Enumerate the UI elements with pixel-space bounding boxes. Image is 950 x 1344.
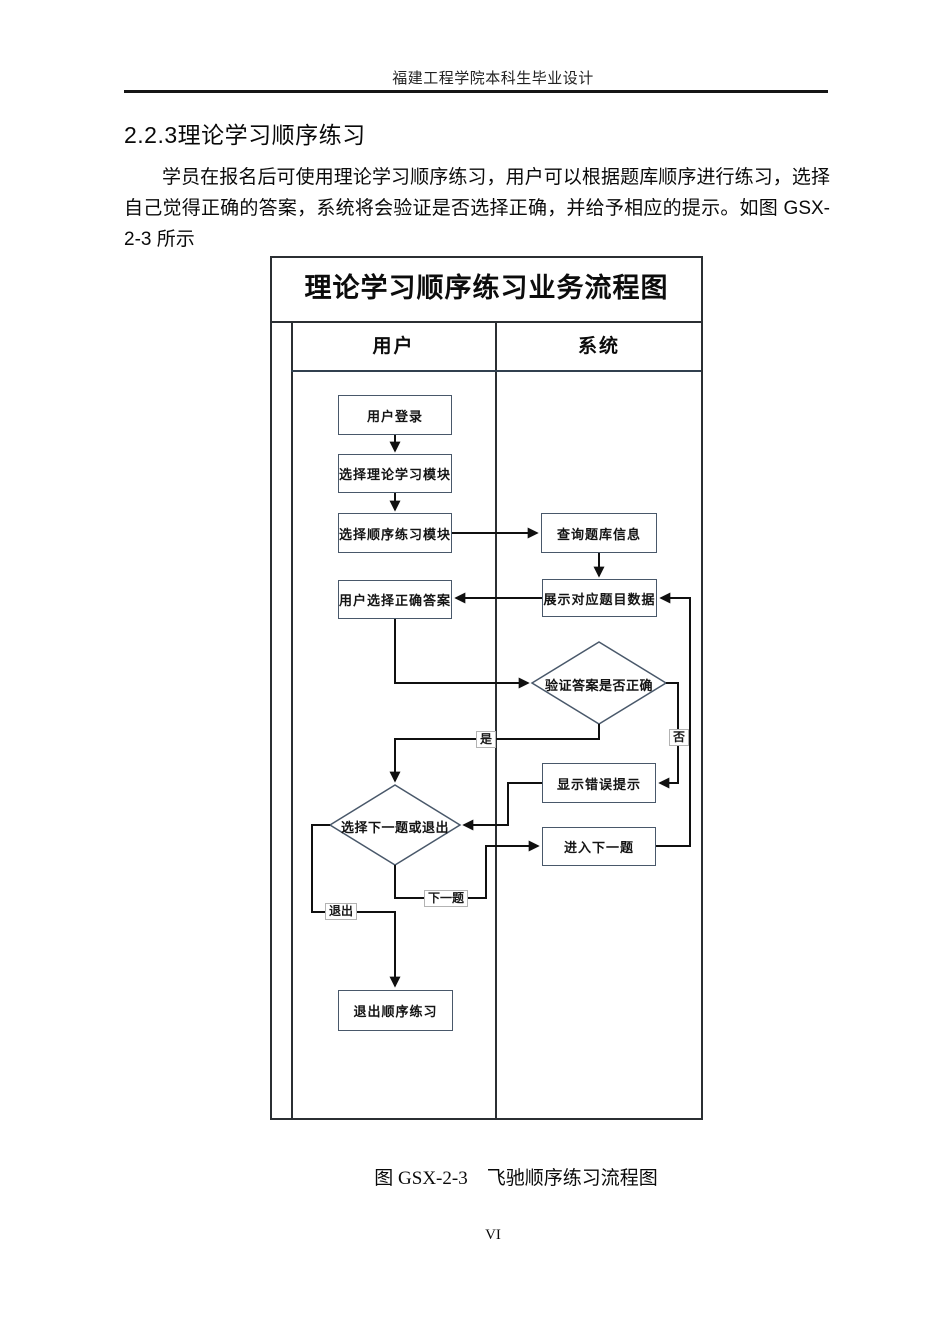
decision-verify-answer: 验证答案是否正确 xyxy=(544,678,653,693)
node-exit-sequence-practice: 退出顺序练习 xyxy=(338,990,453,1031)
edge-label-next: 下一题 xyxy=(424,890,469,907)
node-user-choose-answer: 用户选择正确答案 xyxy=(338,580,452,619)
lane-label-system: 系统 xyxy=(577,336,620,357)
node-show-question-data: 展示对应题目数据 xyxy=(542,579,657,617)
node-user-login: 用户登录 xyxy=(338,395,452,435)
flowchart-figure: 理论学习顺序练习业务流程图 用户 系统 xyxy=(270,256,703,1120)
body-paragraph: 学员在报名后可使用理论学习顺序练习，用户可以根据题库顺序进行练习，选择自己觉得正… xyxy=(124,167,830,250)
flowchart-title: 理论学习顺序练习业务流程图 xyxy=(270,256,703,323)
node-enter-next-question: 进入下一题 xyxy=(542,827,656,866)
edge-label-exit: 退出 xyxy=(325,903,358,920)
edge-label-yes: 是 xyxy=(476,731,497,748)
node-select-theory-module: 选择理论学习模块 xyxy=(338,454,452,493)
lane-label-user: 用户 xyxy=(372,336,415,357)
lane-divider xyxy=(495,323,497,1120)
decision-next-or-exit: 选择下一题或退出 xyxy=(340,820,449,835)
node-select-sequence-module: 选择顺序练习模块 xyxy=(338,513,452,553)
lane-header-rule xyxy=(291,370,703,372)
node-show-error-tip: 显示错误提示 xyxy=(542,763,656,803)
header-rule xyxy=(124,90,828,93)
decision-next-or-exit-shape xyxy=(328,784,462,866)
node-query-question-bank: 查询题库信息 xyxy=(541,513,657,553)
edge-label-no: 否 xyxy=(669,729,690,746)
page-number: VI xyxy=(485,1227,501,1243)
flow-connectors xyxy=(311,435,691,988)
phase-strip-divider xyxy=(291,323,293,1120)
figure-caption: 图 GSX-2-3 飞驰顺序练习流程图 xyxy=(374,1168,658,1189)
document-header: 福建工程学院本科生毕业设计 xyxy=(392,70,594,87)
section-heading: 2.2.3理论学习顺序练习 xyxy=(124,122,366,148)
